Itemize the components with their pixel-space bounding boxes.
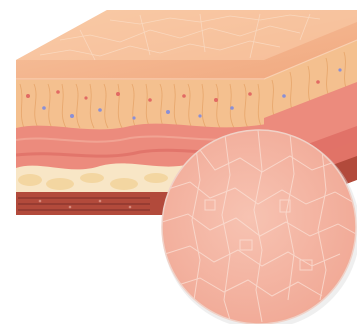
magnifier-lens-icon: [162, 130, 357, 324]
